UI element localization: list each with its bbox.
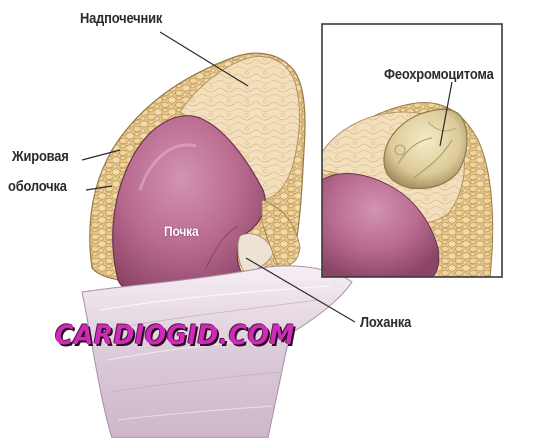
label-fat-capsule-line1: Жировая (12, 148, 69, 165)
label-fat-capsule-line2: оболочка (8, 178, 67, 195)
label-pheochromocytoma: Феохромоцитома (384, 66, 494, 83)
renal-fascia (82, 266, 352, 438)
watermark-logo: CARDIOGID.COM (55, 320, 295, 351)
label-kidney: Почка (164, 223, 199, 239)
label-adrenal: Надпочечник (80, 10, 162, 27)
inset-panel (322, 24, 502, 277)
main-anatomy (82, 53, 352, 438)
label-pelvis: Лоханка (360, 314, 411, 331)
